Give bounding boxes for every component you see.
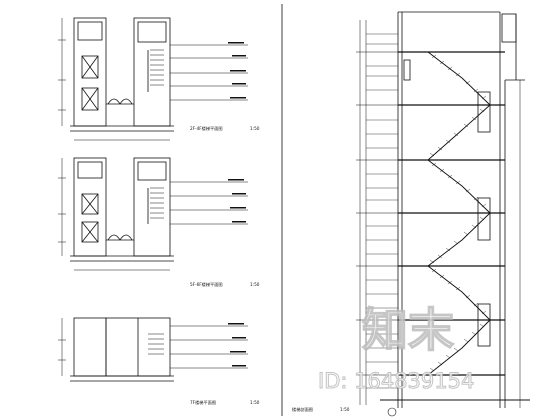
stair-plan-3	[58, 317, 248, 382]
stair-plan-1	[58, 17, 248, 141]
watermark-id: ID: 164839154	[318, 369, 474, 393]
plan-3-title: 7F楼梯平面图	[190, 399, 216, 406]
stair-block	[133, 157, 171, 257]
plan-1-scale: 1:50	[250, 126, 260, 131]
stair-plan-2	[58, 157, 248, 271]
section-title: 楼梯剖面图	[292, 406, 313, 413]
watermark-logo: 知末	[362, 303, 454, 357]
plan-3-scale: 1:50	[250, 400, 260, 405]
plan-2-scale: 1:50	[250, 282, 260, 287]
section-scale: 1:50	[340, 407, 350, 412]
plan-1-title: 2F-4F楼梯平面图	[190, 125, 223, 132]
stair-section	[356, 11, 530, 417]
elevator-shaft-left	[73, 157, 107, 257]
stair-block	[133, 17, 171, 127]
room-left	[73, 317, 107, 377]
watermark: 知末 ID: 164839154	[318, 302, 475, 393]
plan-2-title: 5F-6F楼梯平面图	[190, 281, 223, 288]
